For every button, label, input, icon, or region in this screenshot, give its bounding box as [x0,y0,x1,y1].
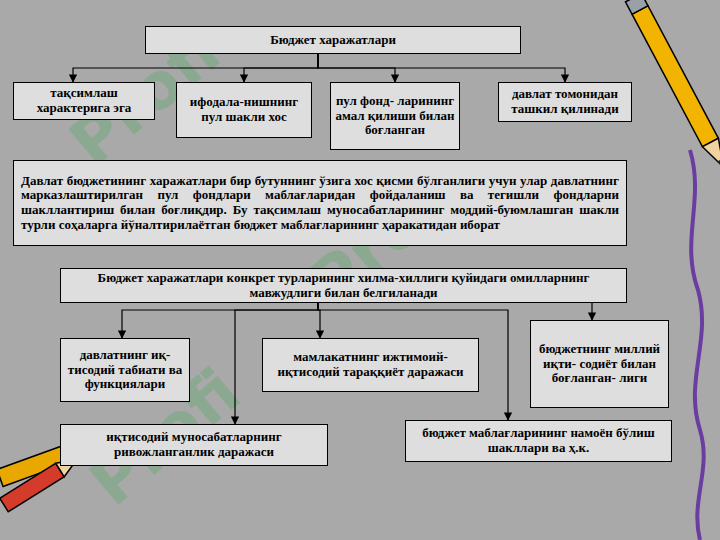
process-box: бюджет маблағларининг намоён бўлиш шаклл… [405,420,672,462]
arrow-connector [591,303,592,320]
process-box: Бюджет харажатлари [145,26,521,54]
arrow-connector [318,54,565,82]
arrow-connector [122,303,318,338]
node-text: мамлакатнинг ижтимоий-иқтисодий тараққиё… [267,350,474,379]
process-box: иқтисодий муносабатларнинг ривожланганли… [60,424,328,466]
text-box: Давлат бюджетининг харажатлари бир бутун… [13,160,627,246]
arrow-connector [244,54,318,82]
process-box: бюджетнинг миллий иқти- содиёт билан боғ… [530,320,669,408]
arrow-connector [318,303,320,338]
process-box: пул фонд- ларининг амал қилиши билан боғ… [330,82,460,150]
node-text: иқтисодий муносабатларнинг ривожланганли… [65,430,323,459]
pencil-top [625,0,720,171]
node-text: Бюджет харажатлари конкрет турларининг х… [65,271,622,300]
process-box: Бюджет харажатлари конкрет турларининг х… [60,268,627,303]
node-text: бюджетнинг миллий иқти- содиёт билан боғ… [535,342,664,386]
node-text: Давлат бюджетининг харажатлари бир бутун… [21,174,619,232]
node-text: давлатнинг иқ- тисодий табиати ва функци… [65,348,185,392]
process-box: ифодала-нишнинг пул шакли хос [176,82,312,138]
process-box: давлат томонидан ташкил қилинади [498,82,632,122]
node-text: давлат томонидан ташкил қилинади [503,87,627,116]
node-text: пул фонд- ларининг амал қилиши билан боғ… [335,94,455,138]
node-text: тақсимлаш характерига эга [18,86,150,115]
node-text: бюджет маблағларининг намоён бўлиш шаклл… [410,426,667,455]
node-text: Бюджет харажатлари [270,33,396,48]
process-box: давлатнинг иқ- тисодий табиати ва функци… [60,338,190,402]
arrow-connector [318,54,395,82]
purple-wave [690,150,704,540]
node-text: ифодала-нишнинг пул шакли хос [181,95,307,124]
process-box: мамлакатнинг ижтимоий-иқтисодий тараққиё… [262,338,479,392]
process-box: тақсимлаш характерига эга [13,82,155,120]
